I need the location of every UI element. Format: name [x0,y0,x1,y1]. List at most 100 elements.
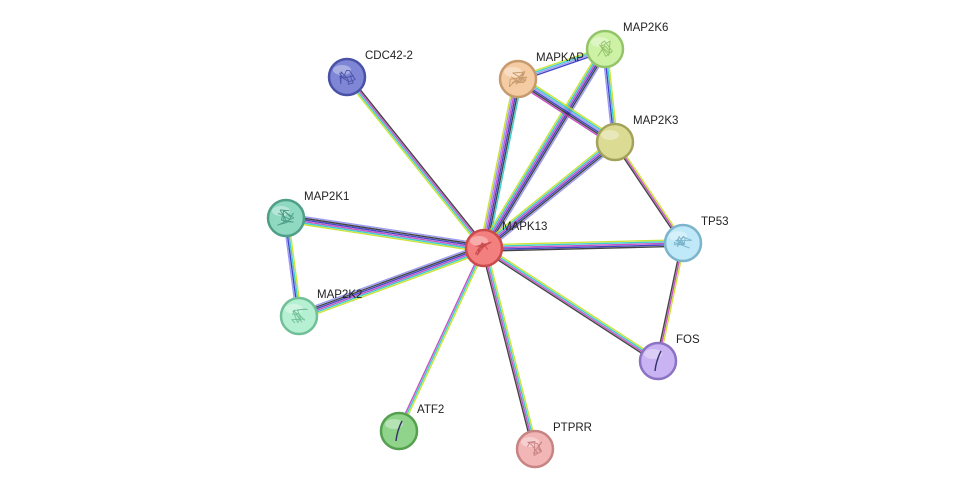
node-cdc42-2[interactable]: CDC42-2 [327,50,413,97]
node-ptprr[interactable]: PTPRR [515,422,592,469]
edge-mapk13-atf2[interactable] [396,247,487,432]
node-circle[interactable] [638,341,678,381]
edge-tp53-fos[interactable] [655,242,686,362]
edge-strand [487,79,523,249]
edge-mapk13-map2k6[interactable] [479,46,610,251]
node-label: PTPRR [553,422,592,434]
node-label: ATF2 [417,404,444,416]
node-circle[interactable] [498,59,538,99]
edge-strand [300,251,486,321]
edge-mapk13-cdc42-2[interactable] [344,75,487,250]
protein-structure-icon [277,209,295,226]
node-highlight [601,130,619,140]
protein-structure-icon [291,308,308,324]
edge-mapkap-map2k3[interactable] [515,75,618,146]
edge-strand [286,216,485,248]
edge-strand [345,77,484,249]
edge-strand [480,78,517,248]
node-circle[interactable] [279,296,319,336]
edge-strand [285,218,484,250]
edge-strand [614,141,684,244]
edge-strand [344,78,483,250]
edge-strand [399,248,487,432]
protein-structure-icon [339,69,356,85]
node-atf2[interactable]: ATF2 [379,404,444,451]
edge-strand [518,76,617,141]
edge-strand [658,243,686,362]
helix-icon [654,350,662,372]
edge-map2k3-tp53[interactable] [613,140,685,245]
node-circle[interactable] [464,228,504,268]
edge-strand [518,77,616,142]
node-circle[interactable] [379,411,419,451]
node-highlight [333,65,351,75]
edge-mapk13-mapkap[interactable] [479,78,523,249]
edges-layer [282,46,686,450]
edge-strand [483,240,683,248]
node-highlight [504,67,522,77]
node-circle[interactable] [266,198,306,238]
edge-strand [516,80,615,145]
edge-strand [297,245,484,315]
node-mapk13[interactable]: MAPK13 [464,221,547,268]
edge-strand [285,221,484,253]
edge-mapk13-map2k2[interactable] [297,243,486,321]
edge-strand [655,242,683,361]
edge-strand [482,139,614,247]
edge-strand [485,143,617,251]
edge-mapk13-tp53[interactable] [483,239,684,252]
node-label: MAPKAP [536,52,584,64]
edge-mapk13-fos[interactable] [482,245,660,364]
edge-strand [348,75,487,247]
edge-strand [484,142,616,250]
node-label: MAP2K6 [623,22,668,34]
edge-strand [481,47,604,248]
edge-strand [482,78,518,248]
edge-strand [484,245,684,252]
node-label: MAP2K2 [317,289,362,301]
edge-strand [613,142,683,245]
node-circle[interactable] [595,122,635,162]
edge-strand [519,75,618,140]
edge-strand [657,242,684,362]
node-map2k2[interactable]: MAP2K2 [279,289,362,336]
node-label: CDC42-2 [365,50,413,62]
edge-strand [484,243,684,251]
edge-strand [482,249,658,364]
edge-strand [485,49,608,250]
edge-strand [484,246,659,361]
node-highlight [644,349,662,359]
node-map2k1[interactable]: MAP2K1 [266,191,349,238]
helix-icon [395,420,403,442]
edge-strand [299,249,486,319]
node-map2k6[interactable]: MAP2K6 [585,22,668,69]
protein-structure-icon [508,70,528,88]
node-mapkap[interactable]: MAPKAP [498,52,584,99]
node-label: MAP2K1 [304,191,349,203]
node-label: MAPK13 [502,221,547,233]
edge-strand [347,76,486,248]
edge-strand [479,78,515,248]
edge-strand [483,242,684,249]
edge-strand [484,79,520,249]
edge-mapk13-map2k3[interactable] [481,138,618,252]
node-fos[interactable]: FOS [638,334,700,381]
edge-strand [484,49,607,249]
edge-strand [482,248,535,450]
node-tp53[interactable]: TP53 [663,216,729,263]
edge-strand [286,214,485,247]
edge-mapk13-ptprr[interactable] [480,247,539,450]
edge-strand [615,140,685,243]
edge-mapk13-map2k1[interactable] [285,213,485,253]
edge-strand [297,243,483,313]
edge-strand [298,246,484,316]
protein-structure-icon [527,441,543,456]
edge-strand [285,219,484,252]
node-highlight [385,419,403,429]
edge-strand [398,247,485,432]
node-map2k3[interactable]: MAP2K3 [595,115,678,162]
edge-strand [515,81,614,146]
node-label: TP53 [701,216,729,228]
